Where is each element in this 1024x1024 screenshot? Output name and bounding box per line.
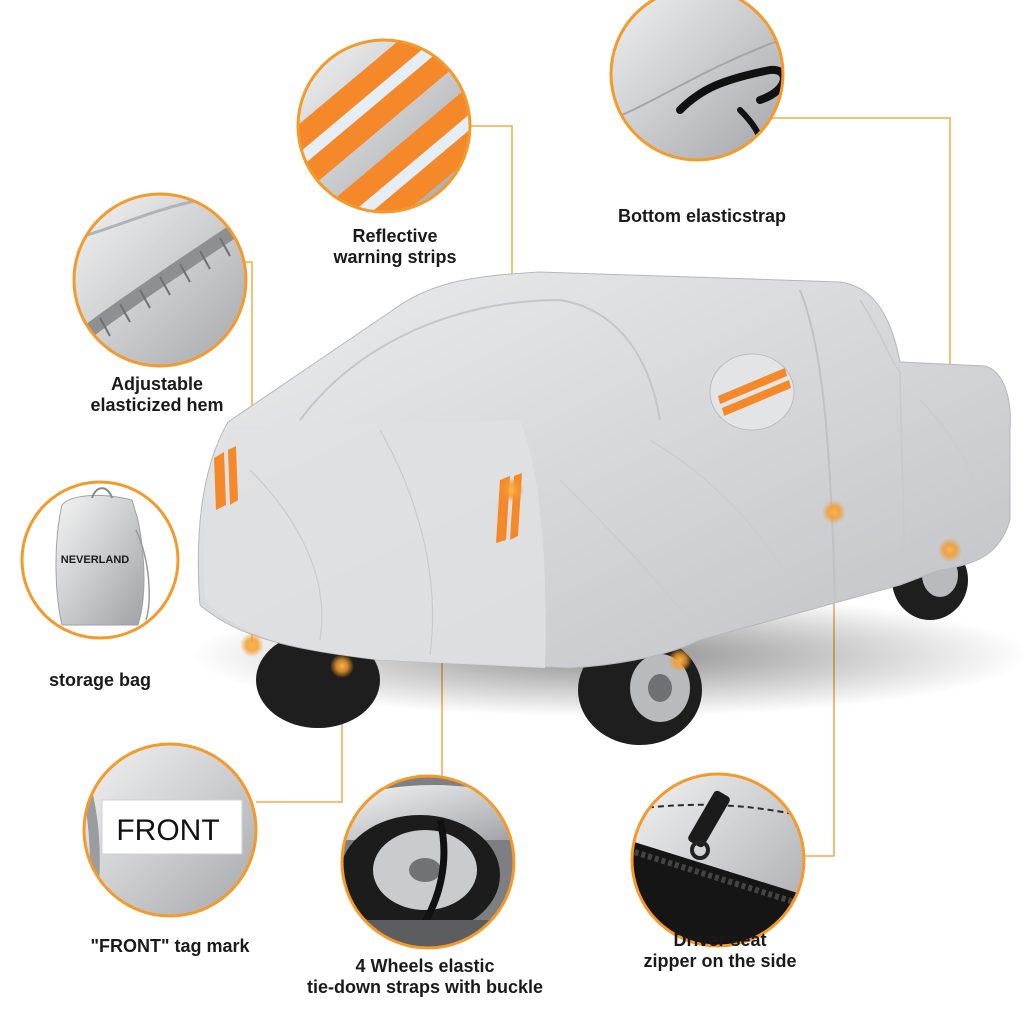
covered-truck [190, 271, 1024, 745]
caption-line: Reflective [352, 226, 438, 246]
caption-line: Adjustable [110, 374, 203, 394]
caption-line: warning strips [333, 247, 457, 267]
caption-wheel-straps: 4 Wheels elastic tie-down straps with bu… [290, 956, 560, 998]
caption-elasticized-hem: Adjustable elasticized hem [72, 374, 242, 416]
reflective-strip-icon [296, 38, 472, 214]
caption-zipper: Driver seat zipper on the side [630, 930, 810, 972]
caption-line: elasticized hem [90, 395, 224, 415]
storage-bag-icon: NEVERLAND [20, 480, 180, 640]
caption-front-tag: "FRONT" tag mark [70, 936, 270, 957]
caption-reflective-strips: Reflective warning strips [300, 226, 490, 268]
wheel-strap-icon [340, 774, 516, 950]
elastic-hem-icon [72, 192, 248, 368]
caption-bottom-strap: Bottom elasticstrap [592, 206, 812, 227]
elastic-strap-icon [609, 0, 785, 162]
caption-storage-bag: storage bag [30, 670, 170, 691]
bag-brand-label: NEVERLAND [61, 554, 130, 566]
caption-line: "FRONT" tag mark [90, 936, 250, 956]
front-tag-text: FRONT [116, 814, 219, 847]
caption-line: tie-down straps with buckle [306, 977, 544, 997]
caption-line: storage bag [48, 670, 152, 690]
caption-line: Bottom elasticstrap [617, 206, 787, 226]
hotspot-dots [240, 478, 962, 678]
caption-line: 4 Wheels elastic [355, 956, 495, 976]
caption-line: zipper on the side [643, 951, 797, 971]
caption-line: Driver seat [673, 930, 767, 950]
cover-front-face [203, 420, 546, 668]
front-tag-icon: FRONT [82, 742, 258, 918]
